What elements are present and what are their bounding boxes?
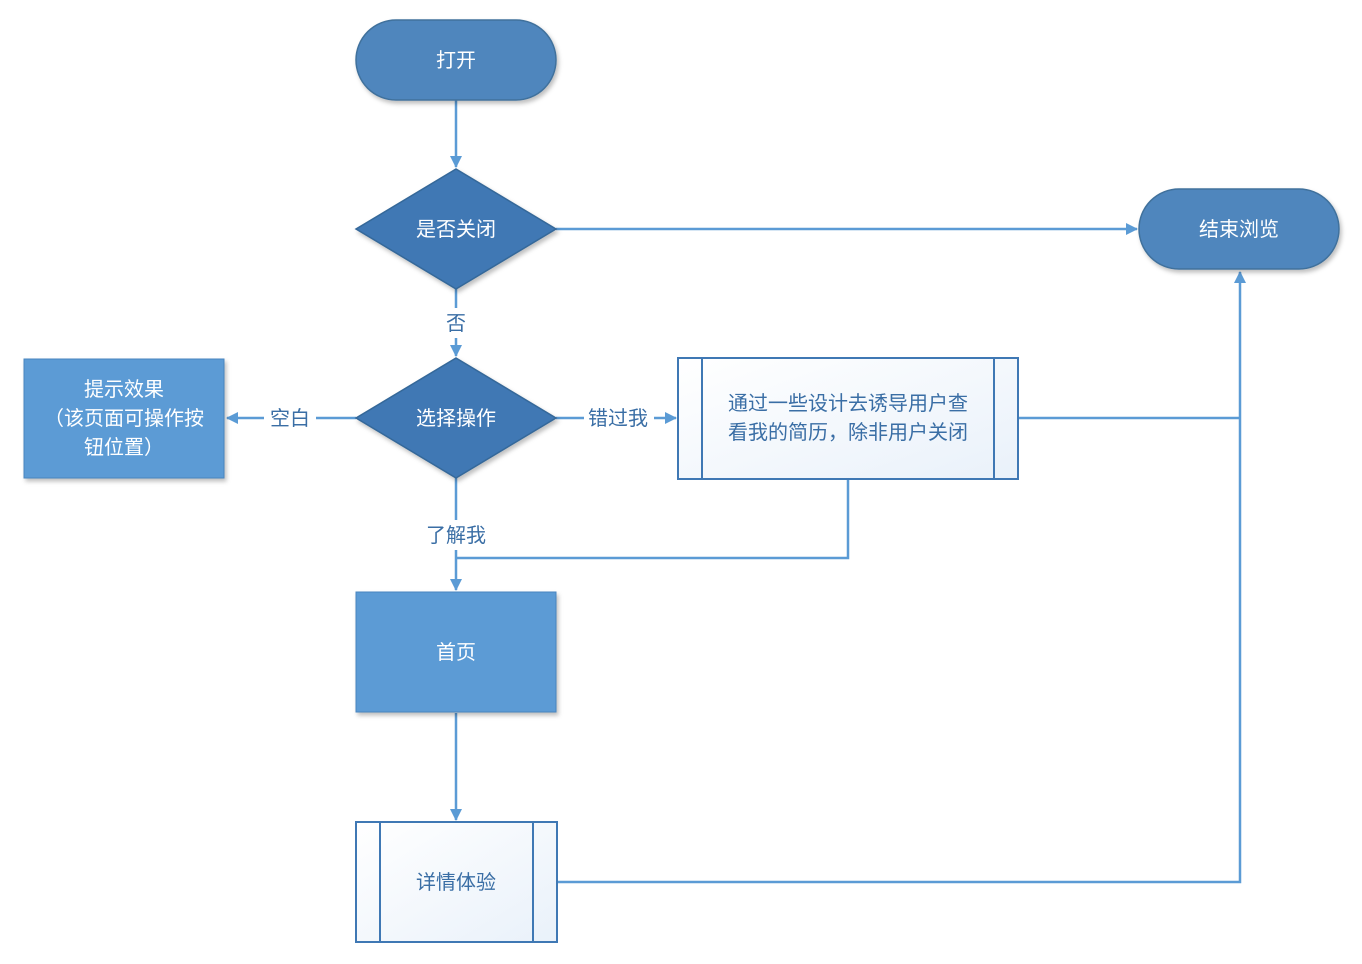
edge-labels: 否 空白 错过我 了解我 <box>264 308 654 550</box>
node-open-label: 打开 <box>436 48 476 72</box>
node-home: 首页 <box>355 591 557 713</box>
node-mislead: 通过一些设计去诱导用户查 看我的简历，除非用户关闭 <box>677 357 1019 480</box>
node-detail-label: 详情体验 <box>416 870 496 894</box>
node-mislead-line1: 通过一些设计去诱导用户查 <box>728 391 968 415</box>
node-detail: 详情体验 <box>355 821 558 943</box>
node-choose-op: 选择操作 <box>354 357 558 479</box>
edge-label-blank: 空白 <box>270 406 310 430</box>
node-is-close-label: 是否关闭 <box>416 217 496 241</box>
edge-label-know-me: 了解我 <box>426 523 486 547</box>
node-choose-op-label: 选择操作 <box>416 406 496 430</box>
node-open: 打开 <box>355 19 557 101</box>
node-hint-effect-line2: （该页面可操作按 <box>44 406 204 430</box>
node-home-label: 首页 <box>436 640 476 664</box>
node-hint-effect: 提示效果 （该页面可操作按 钮位置） <box>23 358 225 479</box>
node-end-browse: 结束浏览 <box>1138 188 1340 270</box>
edge-mislead-to-home <box>456 479 850 560</box>
edge-label-miss-me: 错过我 <box>588 406 648 430</box>
node-is-close: 是否关闭 <box>354 168 558 290</box>
node-end-browse-label: 结束浏览 <box>1199 217 1279 241</box>
node-hint-effect-line1: 提示效果 <box>84 377 164 401</box>
node-hint-effect-line3: 钮位置） <box>84 435 164 459</box>
node-mislead-line2: 看我的简历，除非用户关闭 <box>728 420 968 444</box>
edge-label-no: 否 <box>446 311 466 335</box>
edge-detail-to-end <box>557 271 1246 884</box>
